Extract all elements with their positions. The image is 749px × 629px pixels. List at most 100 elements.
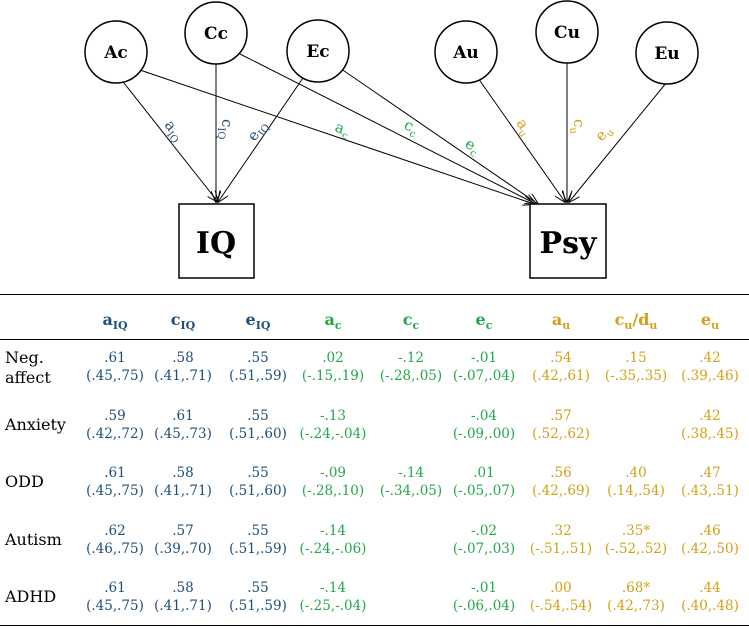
header-subscript: IQ xyxy=(180,319,196,333)
row-label-line: ODD xyxy=(5,472,44,491)
estimate-value: .55 xyxy=(247,523,269,539)
table-cell: .58(.41,.71) xyxy=(138,349,228,385)
row-label: Neg.affect xyxy=(5,348,51,388)
table-cell: .32(-.51,.51) xyxy=(516,522,606,558)
confidence-interval: (.46,.75) xyxy=(86,541,144,557)
table-cell: -.14(-.24,-.06) xyxy=(288,522,378,558)
header-subscript: c xyxy=(334,319,342,333)
confidence-interval: (.43,.51) xyxy=(681,483,739,499)
header-subscript: u xyxy=(562,319,571,333)
factor-cu: Cu xyxy=(535,0,599,64)
row-label-line: Neg. xyxy=(5,348,44,367)
factor-eu: Eu xyxy=(635,21,699,85)
column-header: aIQ xyxy=(75,310,155,332)
label-a-c: ac xyxy=(332,118,353,143)
confidence-interval: (.42,.61) xyxy=(532,368,590,384)
table-cell: .44 (.40,.48) xyxy=(665,579,749,615)
table-cell: .55 (.51,.59) xyxy=(213,349,303,385)
header-subscript: IQ xyxy=(112,319,128,333)
row-label: Anxiety xyxy=(5,415,66,435)
svg-text:Psy: Psy xyxy=(540,226,598,261)
confidence-interval: (.14,.54) xyxy=(607,483,665,499)
column-header: ac xyxy=(293,310,373,332)
table-cell: .42(.39,.46) xyxy=(665,349,749,385)
confidence-interval: (.51,.60) xyxy=(229,483,287,499)
table-cell: .01(-.05,.07) xyxy=(439,464,529,500)
column-header: cc xyxy=(371,310,451,332)
header-symbol: e xyxy=(245,310,256,329)
table-cell: .61 (.45,.75) xyxy=(70,349,160,385)
row-label-line: Anxiety xyxy=(5,415,66,434)
confidence-interval: (-.24,-.04) xyxy=(299,426,367,442)
table-cell: -.14(-.34,.05) xyxy=(366,464,456,500)
estimate-value: .15 xyxy=(625,350,647,366)
estimate-value: -.12 xyxy=(397,350,425,366)
path-diagram: Ac Cc Ec Au Cu Eu IQ Psy aIQ cIQ eIQ ac … xyxy=(84,0,699,279)
path-arrows xyxy=(119,51,672,204)
estimate-value: .35* xyxy=(621,523,651,539)
arrow-eu-psy xyxy=(569,76,672,202)
table-cell: .58(.41,.71) xyxy=(138,464,228,500)
confidence-interval: (.42,.72) xyxy=(86,426,144,442)
table-cell: .59(.42,.72) xyxy=(70,407,160,443)
estimate-value: .57 xyxy=(172,523,194,539)
table-cell: .55(.51,.60) xyxy=(213,407,303,443)
table-cell: .54(.42,.61) xyxy=(516,349,606,385)
label-c-iq: cIQ xyxy=(215,119,236,140)
table-cell: -.09(-.28,.10) xyxy=(288,464,378,500)
estimate-value: .47 xyxy=(699,465,721,481)
factor-cc: Cc xyxy=(184,1,248,65)
confidence-interval: (.51,.59) xyxy=(229,598,287,614)
svg-text:Ec: Ec xyxy=(306,42,329,62)
estimate-value: -.04 xyxy=(470,408,498,424)
label-e-c: ec xyxy=(460,134,484,160)
outcome-iq: IQ xyxy=(178,203,255,279)
estimate-value: .42 xyxy=(699,350,721,366)
table-cell: .57 (.39,.70) xyxy=(138,522,228,558)
table-cell: .61(.45,.75) xyxy=(70,579,160,615)
estimate-value: .55 xyxy=(247,350,269,366)
table-cell: .68* (.42,.73) xyxy=(591,579,681,615)
header-subscript: u xyxy=(649,319,658,333)
header-symbol: e xyxy=(475,310,486,329)
header-symbol: c xyxy=(614,310,625,329)
confidence-interval: (.42,.50) xyxy=(681,541,739,557)
header-subscript: IQ xyxy=(255,319,271,333)
table-top-rule xyxy=(0,294,749,295)
confidence-interval: (-.25,-.04) xyxy=(299,598,367,614)
confidence-interval: (.42,.73) xyxy=(607,598,665,614)
arrow-cc-psy xyxy=(235,51,536,204)
estimate-value: -.02 xyxy=(470,523,498,539)
estimate-value: .44 xyxy=(699,580,721,596)
table-cell: .62 (.46,.75) xyxy=(70,522,160,558)
estimate-value: .62 xyxy=(104,523,126,539)
confidence-interval: (.40,.48) xyxy=(681,598,739,614)
confidence-interval: (.45,.75) xyxy=(86,368,144,384)
estimate-value: .58 xyxy=(172,350,194,366)
confidence-interval: (-.52,.52) xyxy=(604,541,668,557)
header-subscript: c xyxy=(485,319,493,333)
confidence-interval: (.39,.70) xyxy=(154,541,212,557)
table-cell: .55(.51,.60) xyxy=(213,464,303,500)
factor-au: Au xyxy=(434,20,498,84)
label-a-u: au xyxy=(510,115,536,140)
estimate-value: -.14 xyxy=(397,465,425,481)
confidence-interval: (.45,.75) xyxy=(86,598,144,614)
header-symbol: a xyxy=(551,310,563,329)
confidence-interval: (-.15,.19) xyxy=(301,368,365,384)
confidence-interval: (.51,.59) xyxy=(229,368,287,384)
column-header: eIQ xyxy=(218,310,298,332)
estimate-value: .02 xyxy=(322,350,344,366)
estimate-value: .61 xyxy=(172,408,194,424)
estimate-value: .68* xyxy=(621,580,651,596)
row-label-line: affect xyxy=(5,368,51,387)
table-cell: -.13(-.24,-.04) xyxy=(288,407,378,443)
column-header: eu xyxy=(670,310,749,332)
estimate-value: .56 xyxy=(550,465,572,481)
table-cell: .00(-.54,.54) xyxy=(516,579,606,615)
header-symbol: c xyxy=(170,310,181,329)
svg-text:Cu: Cu xyxy=(554,23,580,43)
arrow-ec-psy xyxy=(333,63,538,204)
table-cell: -.14(-.25,-.04) xyxy=(288,579,378,615)
estimate-value: .61 xyxy=(104,350,126,366)
